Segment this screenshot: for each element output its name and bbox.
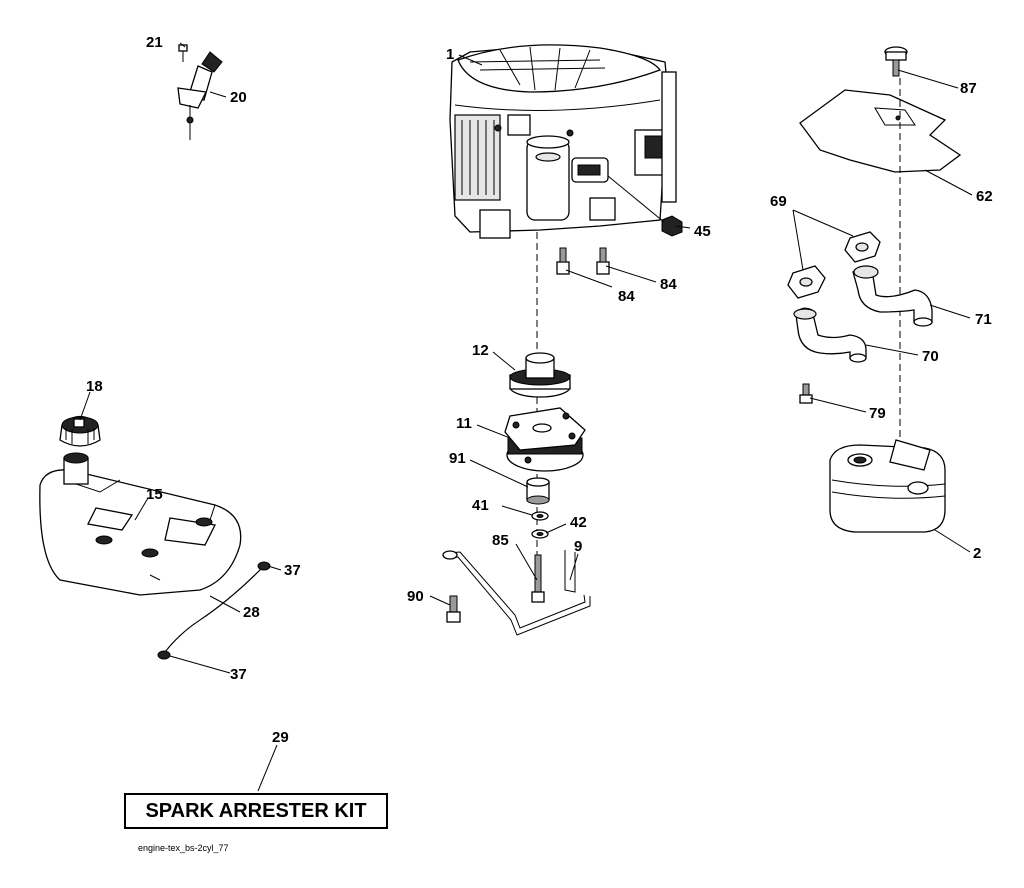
bolt-90 xyxy=(446,595,461,623)
clutch-bracket xyxy=(442,550,591,636)
label-91: 91 xyxy=(449,450,466,467)
label-87: 87 xyxy=(960,80,977,97)
fuel-cap xyxy=(59,415,101,447)
spark-arrester-kit-box: SPARK ARRESTER KIT xyxy=(124,793,388,829)
engine xyxy=(449,44,677,239)
muffler xyxy=(829,439,946,533)
label-69: 69 xyxy=(770,193,787,210)
label-62: 62 xyxy=(976,188,993,205)
bushing xyxy=(526,477,550,505)
label-37-lower: 37 xyxy=(230,666,247,683)
heat-shield xyxy=(799,89,962,173)
engine-bolt-left xyxy=(556,247,570,275)
part-labels: 1 21 20 45 84 84 87 62 69 71 70 79 2 12 … xyxy=(86,34,993,746)
pto-clutch xyxy=(504,407,586,472)
hose-clamp-lower xyxy=(157,650,171,660)
label-85: 85 xyxy=(492,532,509,549)
label-2: 2 xyxy=(973,545,981,562)
fuel-tank xyxy=(39,452,242,596)
spark-plug-boot xyxy=(661,215,683,237)
label-37-upper: 37 xyxy=(284,562,301,579)
label-90: 90 xyxy=(407,588,424,605)
label-84-left: 84 xyxy=(618,288,635,305)
label-71: 71 xyxy=(975,311,992,328)
label-41: 41 xyxy=(472,497,489,514)
bolt-79 xyxy=(799,383,813,404)
label-9: 9 xyxy=(574,538,582,555)
label-29: 29 xyxy=(272,729,289,746)
label-11: 11 xyxy=(456,415,472,432)
diagram-code: engine-tex_bs-2cyl_77 xyxy=(138,843,229,853)
label-1: 1 xyxy=(446,46,454,63)
pulley xyxy=(509,352,571,398)
label-70: 70 xyxy=(922,348,939,365)
label-84-right: 84 xyxy=(660,276,677,293)
label-45: 45 xyxy=(694,223,711,240)
label-42: 42 xyxy=(570,514,587,531)
bolt-85 xyxy=(531,554,545,603)
leader-lines xyxy=(79,42,973,792)
label-12: 12 xyxy=(472,342,489,359)
hose-clamp-upper xyxy=(257,561,271,571)
bolt-87 xyxy=(884,46,908,77)
label-20: 20 xyxy=(230,89,247,106)
label-79: 79 xyxy=(869,405,886,422)
label-28: 28 xyxy=(243,604,260,621)
label-15: 15 xyxy=(146,486,163,503)
engine-bolt-right xyxy=(596,247,610,275)
label-18: 18 xyxy=(86,378,103,395)
label-21: 21 xyxy=(146,34,163,51)
throttle-control xyxy=(177,44,223,140)
